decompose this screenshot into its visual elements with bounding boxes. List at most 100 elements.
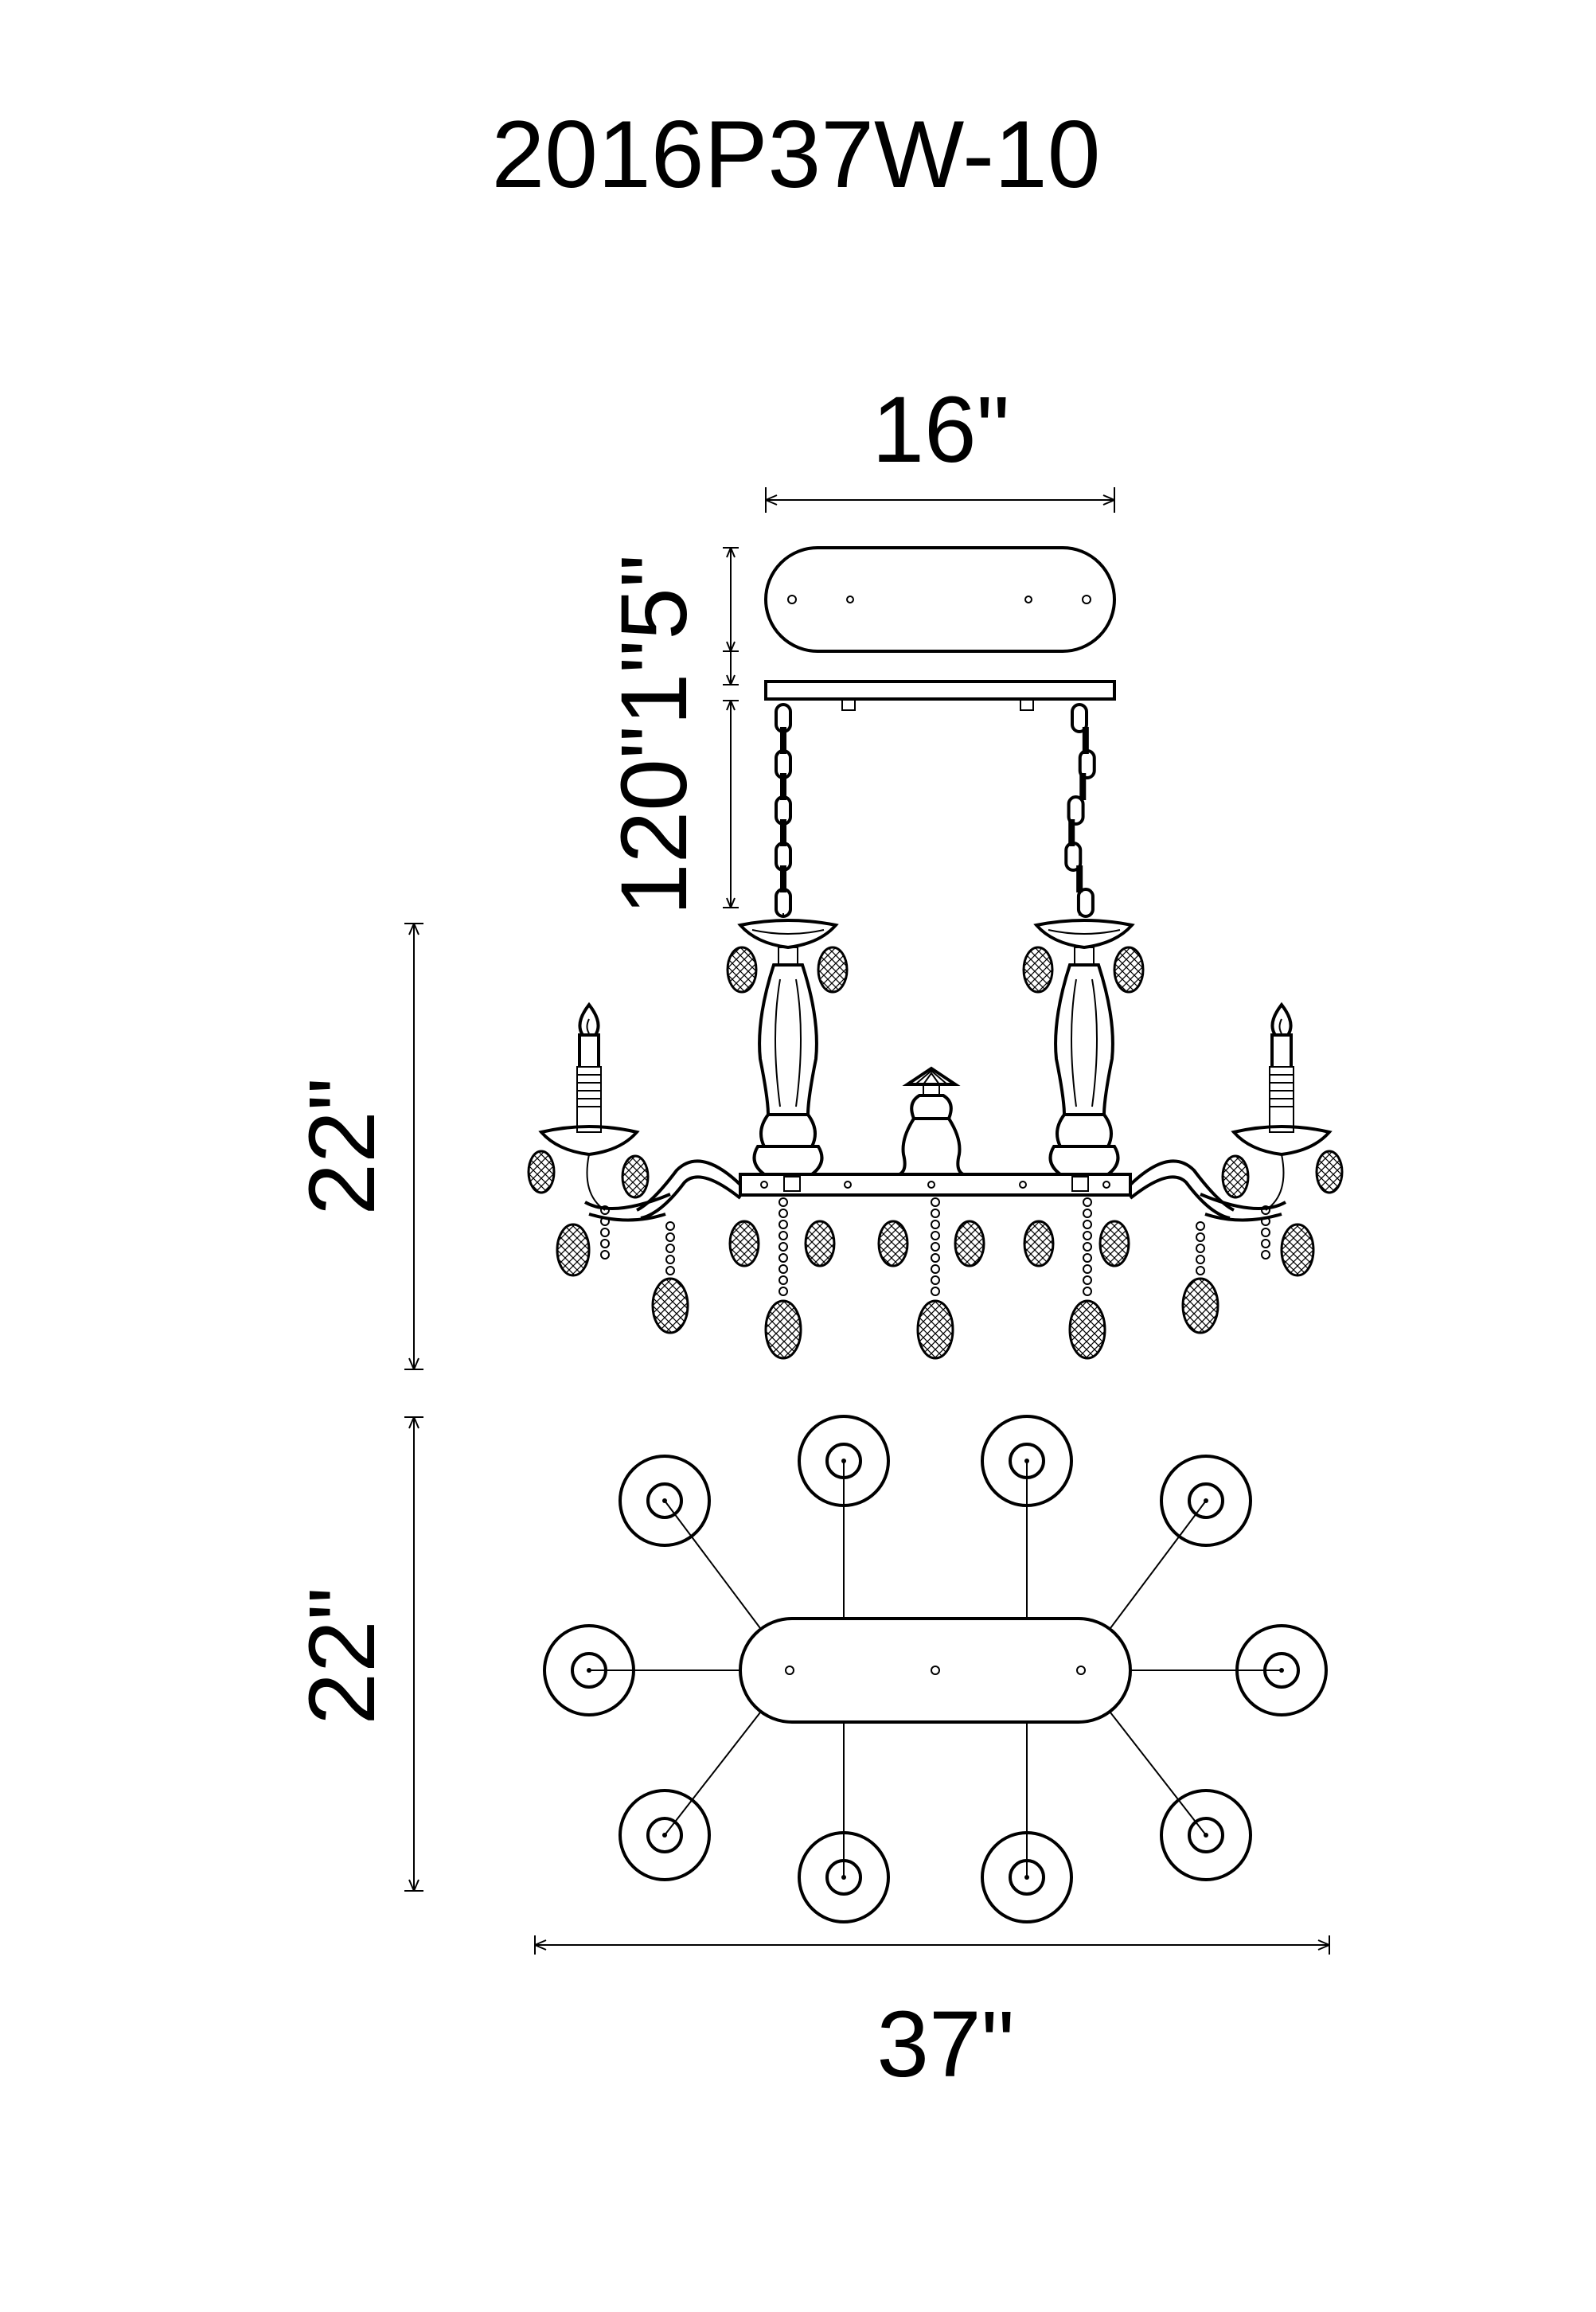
crystal-drop	[1280, 1223, 1315, 1277]
crystal-bead	[778, 1209, 788, 1218]
arrows	[534, 1939, 1330, 1951]
canopy-screw-hole	[846, 596, 854, 603]
crystal-bead	[1083, 1264, 1092, 1274]
canopy-screw	[841, 698, 856, 711]
center-bar	[739, 1173, 1132, 1197]
crystal-drop	[954, 1220, 985, 1267]
crystal-bead	[931, 1253, 940, 1263]
crystal-drop	[621, 1154, 650, 1199]
plan-bobeche	[798, 1831, 890, 1923]
crystal-bead	[1261, 1217, 1270, 1226]
canopy-height-label: 5"	[602, 554, 707, 640]
left-arm	[538, 1002, 742, 1222]
fixture-plan-view	[543, 1415, 1328, 1923]
crystal-bead	[1083, 1197, 1092, 1207]
plan-candle-socket	[1009, 1859, 1045, 1896]
crystal-bead	[600, 1205, 610, 1215]
crystal-bead	[1196, 1232, 1205, 1242]
chain-link	[1079, 773, 1087, 800]
plan-candle-socket	[1263, 1652, 1300, 1689]
crystal-bead	[665, 1255, 675, 1264]
chain-link	[1078, 749, 1096, 779]
plan-socket-center	[1024, 1459, 1029, 1463]
chain-link	[1064, 842, 1083, 872]
canopy-side-view	[764, 680, 1116, 711]
plan-candle-socket	[825, 1443, 862, 1479]
right-arm	[1129, 1002, 1333, 1222]
chain-link	[1071, 703, 1088, 733]
plan-socket-center	[1204, 1498, 1208, 1503]
svg-text:120"1"5": 120"1"5"	[602, 554, 707, 916]
rotated-vertical-labels: 120"1"5"	[602, 554, 707, 916]
plan-bobeche	[1160, 1789, 1252, 1881]
fixture-width-label: 37"	[876, 1992, 1014, 2097]
crystal-bead	[600, 1217, 610, 1226]
canopy-screw	[1020, 698, 1034, 711]
crystal-drop	[916, 1299, 954, 1360]
fixture-depth-label: 22"	[290, 1587, 395, 1724]
plan-socket-center	[662, 1833, 667, 1837]
crystal-bead	[931, 1275, 940, 1285]
fixture-height-dimension: 22"	[290, 923, 423, 1370]
crystal-bead	[778, 1231, 788, 1240]
crystal-drop	[726, 946, 758, 994]
canopy-plate-side	[764, 680, 1116, 701]
crystal-drop	[817, 946, 849, 994]
crystal-bead	[1196, 1266, 1205, 1275]
crystal-bead	[778, 1287, 788, 1296]
crystal-drop	[556, 1223, 591, 1277]
crystal-drop	[1098, 1220, 1130, 1267]
plan-bobeche	[1235, 1624, 1328, 1716]
plan-socket-center	[841, 1875, 846, 1880]
chain-link	[780, 865, 786, 892]
crystal-bead	[931, 1242, 940, 1252]
chain-link	[1068, 819, 1075, 846]
crystal-bead	[600, 1250, 610, 1259]
chain-link	[1076, 865, 1083, 892]
crystal-bead	[778, 1264, 788, 1274]
crystal-bead	[600, 1228, 610, 1237]
crystal-bead	[1196, 1244, 1205, 1253]
chain-length-label: 120"	[602, 725, 707, 916]
plan-arm	[664, 1500, 761, 1629]
canopy-screw-hole	[787, 595, 797, 604]
chain-link	[1082, 727, 1089, 754]
canopy-gap-label: 1"	[602, 640, 707, 726]
plan-bobeche	[981, 1831, 1073, 1923]
plan-candle-socket	[1188, 1817, 1224, 1853]
plan-socket-center	[662, 1498, 667, 1503]
arrows	[408, 1416, 419, 1892]
crystal-drop	[527, 1150, 556, 1194]
plan-socket-center	[1204, 1833, 1208, 1837]
crystal-drop	[1221, 1154, 1250, 1199]
canopy-width-label: 16"	[872, 377, 1009, 482]
fixture-width-dimension: 37"	[534, 1935, 1330, 2097]
plan-candle-socket	[646, 1817, 683, 1853]
plan-socket-center	[1024, 1875, 1029, 1880]
plan-bobeche	[798, 1415, 890, 1507]
plan-candle-socket	[1009, 1443, 1045, 1479]
crystal-bead	[1261, 1239, 1270, 1248]
plan-socket-center	[841, 1459, 846, 1463]
crystal-bead	[778, 1242, 788, 1252]
plan-center-plate	[739, 1617, 1132, 1724]
crystal-bead	[1083, 1253, 1092, 1263]
crystal-drop	[804, 1220, 836, 1267]
crystal-drop	[1315, 1150, 1344, 1194]
chain-link	[1067, 795, 1085, 826]
crystal-bead	[931, 1197, 940, 1207]
crystal-drop	[1181, 1277, 1219, 1334]
crystal-drop	[1068, 1299, 1106, 1360]
crystal-bead	[778, 1220, 788, 1229]
plan-candle-socket	[646, 1482, 683, 1519]
plan-candle-socket	[825, 1859, 862, 1896]
crystal-bead	[1083, 1275, 1092, 1285]
crystal-bead	[931, 1209, 940, 1218]
model-number-title: 2016P37W-10	[492, 101, 1101, 208]
plan-socket-center	[1279, 1668, 1284, 1673]
crystal-bead	[1083, 1242, 1092, 1252]
plan-candle-socket	[571, 1652, 607, 1689]
chain-link	[780, 773, 786, 800]
plan-candle-socket	[1188, 1482, 1224, 1519]
